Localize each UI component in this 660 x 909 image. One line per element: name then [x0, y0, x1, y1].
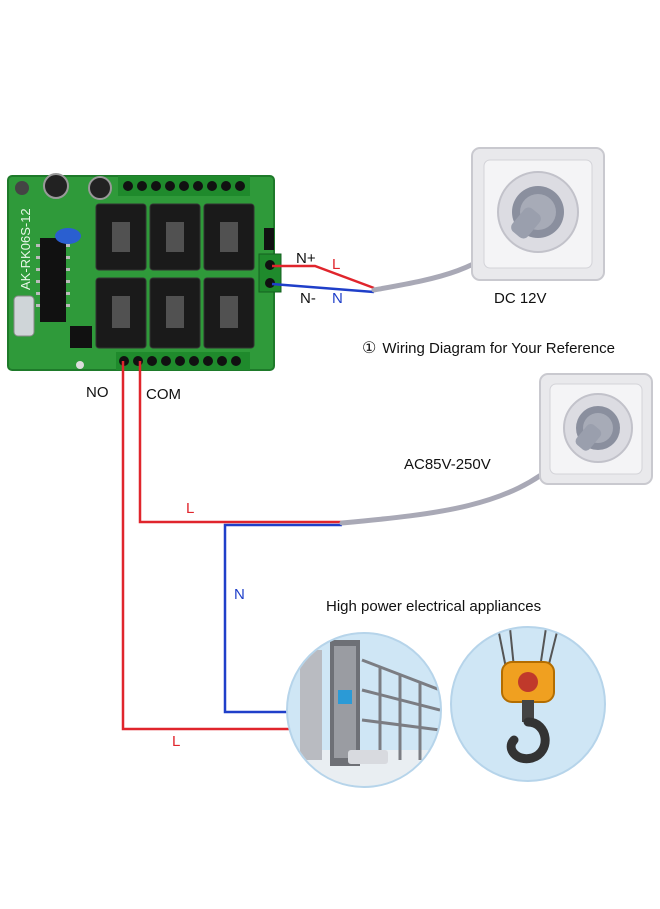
com-live-wire [138, 361, 342, 524]
ac-l-label: L [186, 500, 195, 517]
dc-l-label: L [332, 256, 341, 273]
ac-n-label: N [234, 586, 245, 603]
ac-wall-socket-icon [539, 373, 653, 485]
crane-hook-icon [450, 626, 606, 782]
dc-wall-socket-icon [471, 147, 605, 281]
com-terminal-label: COM [146, 386, 181, 403]
no-terminal-label: NO [86, 384, 109, 401]
dc-neutral-wire [271, 282, 375, 294]
n-minus-label: N- [300, 290, 316, 307]
ac-neutral-wire [223, 523, 342, 714]
diagram-caption: ① Wiring Diagram for Your Reference [362, 338, 615, 358]
n-plus-label: N+ [296, 250, 316, 267]
appliance-l-label: L [172, 733, 181, 750]
dc-live-wire [272, 264, 375, 290]
appliances-caption: High power electrical appliances [326, 598, 542, 615]
relay-board-icon: AK-RK06S-12 [7, 173, 282, 371]
board-model-label: AK-RK06S-12 [18, 208, 33, 290]
caption-number: ① [362, 340, 377, 357]
gate-appliance-icon [286, 632, 442, 788]
dc-n-label: N [332, 290, 343, 307]
caption-text: Wiring Diagram for Your Reference [382, 340, 615, 357]
ac-supply-caption: AC85V-250V [404, 456, 491, 473]
dc-supply-caption: DC 12V [494, 290, 547, 307]
no-live-wire [121, 361, 292, 731]
